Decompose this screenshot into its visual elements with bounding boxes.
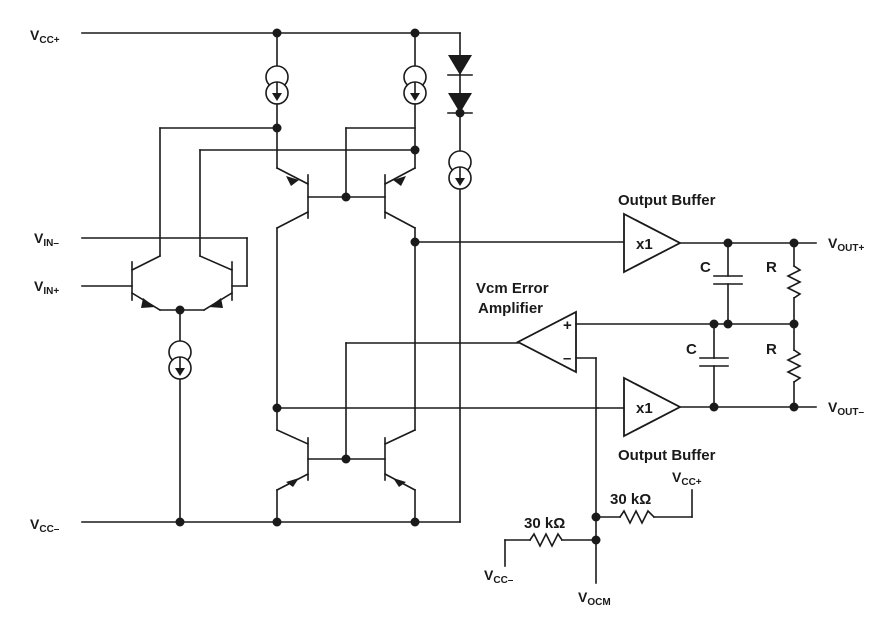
input-differential-pair [81,127,416,523]
capacitor-bottom [699,323,729,408]
capacitor-top-label: C [700,259,711,276]
resistor-30k-lower-label: 30 kΩ [524,515,565,532]
current-source-top-right [403,32,427,169]
error-amp-minus-sign: – [563,350,571,367]
resistor-30k-upper-label: 30 kΩ [610,491,651,508]
error-amp-label-line1: Vcm Error [476,280,549,297]
vin-plus-label: VIN+ [34,278,59,297]
vcm-error-amplifier [516,310,795,584]
output-buffer-bottom [597,376,817,438]
buffer-gain-top-label: x1 [636,236,653,253]
resistor-bottom [786,323,802,408]
current-source-top-left [265,32,289,169]
vcc-plus-label: VCC+ [30,27,60,46]
vin-minus-label: VIN– [34,230,59,249]
error-amp-plus-sign: + [563,317,572,334]
vcc-minus-label: VCC– [30,516,60,535]
output-buffer-top-label: Output Buffer [618,192,716,209]
current-source-diode-bias [448,150,472,190]
vcc-minus-resistor-label: VCC– [484,567,514,586]
resistor-top [786,242,802,325]
resistor-top-label: R [766,259,777,276]
diode-stack [447,32,473,523]
resistor-30k-lower [504,532,597,567]
capacitor-top [713,242,743,325]
vout-plus-label: VOUT+ [828,235,864,254]
folded-cascode-bottom [275,241,599,523]
resistor-bottom-label: R [766,341,777,358]
capacitor-bottom-label: C [686,341,697,358]
junction-dots [175,28,799,545]
output-buffer-top [414,212,817,274]
buffer-gain-bottom-label: x1 [636,400,653,417]
output-buffer-bottom-label: Output Buffer [618,447,716,464]
vcc-plus-resistor-label: VCC+ [672,469,702,488]
vout-minus-label: VOUT– [828,399,864,418]
vocm-label: VOCM [578,589,611,608]
error-amp-label-line2: Amplifier [478,300,543,317]
